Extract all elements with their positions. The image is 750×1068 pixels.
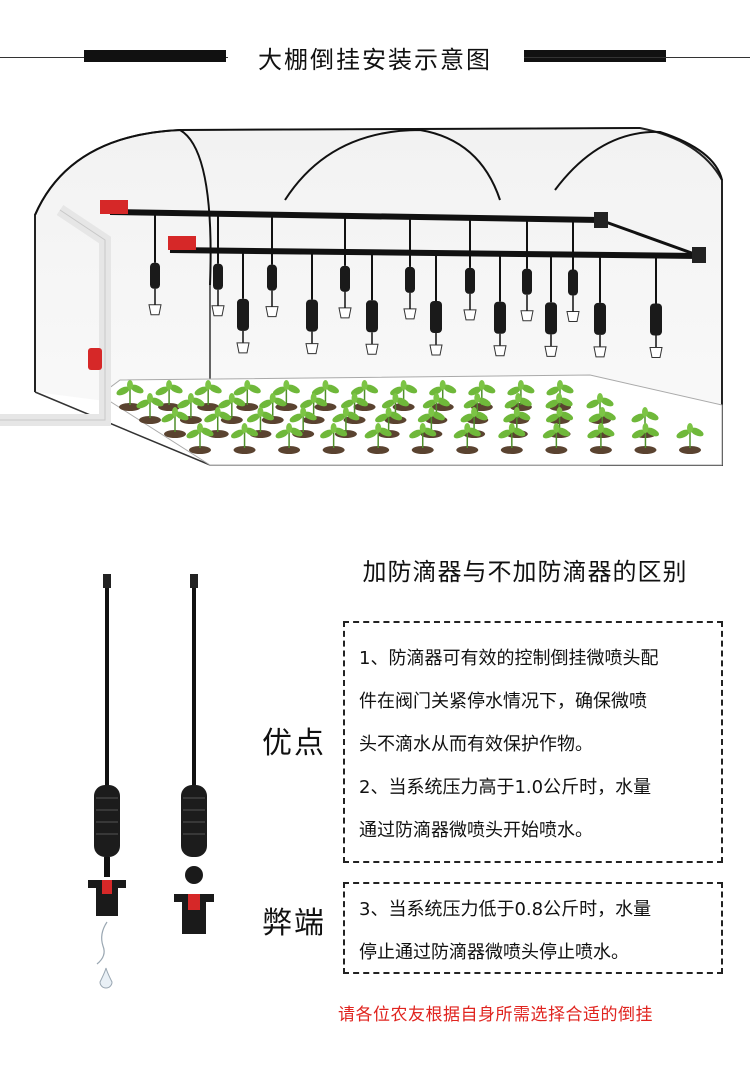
sprinkler-icon (338, 217, 352, 319)
seedling-icon (246, 407, 274, 438)
sprinkler-icon (148, 214, 162, 316)
footer-note: 请各位农友根据自身所需选择合适的倒挂 (338, 1005, 653, 1025)
advantages-line: 头不滴水从而有效保护作物。 (359, 734, 593, 755)
seedling-icon (177, 393, 205, 424)
disadvantages-line: 停止通过防滴器微喷头停止喷水。 (359, 942, 629, 963)
sprinkler-icon (429, 255, 443, 356)
sprinkler-icon (649, 257, 663, 359)
sprinkler-icon (265, 216, 279, 318)
seedling-icon (231, 423, 259, 454)
seedling-icon (417, 407, 445, 438)
hanging-sprinklers (148, 214, 663, 359)
header-bar-left (84, 50, 226, 62)
seedling-icon (320, 423, 348, 454)
sprinkler-with-anti-drip (88, 574, 126, 989)
seedling-icon (463, 393, 491, 424)
sprinkler-icon (305, 253, 319, 355)
seedling-icon (542, 423, 570, 454)
seedling-icon (136, 393, 164, 424)
seedling-icon (364, 423, 392, 454)
seedling-icon (409, 423, 437, 454)
page-title: 大棚倒挂安装示意图 (258, 46, 492, 74)
valve-icon (168, 236, 196, 250)
disadvantages-label: 弊端 (262, 906, 326, 941)
comparison-title: 加防滴器与不加防滴器的区别 (362, 558, 688, 586)
greenhouse-hoop (554, 130, 723, 191)
seedling-icon (116, 380, 144, 411)
main-pipe (169, 247, 701, 259)
sprinkler-icon (520, 220, 534, 322)
sprinkler-without-anti-drip (174, 574, 214, 934)
sprinkler-icon (403, 218, 417, 320)
header-line-right (524, 57, 750, 58)
sprinkler-icon (593, 256, 607, 358)
sprinkler-icon (566, 221, 580, 323)
advantages-line: 件在阀门关紧停水情况下，确保微喷 (359, 691, 647, 712)
sprinkler-icon (236, 252, 250, 354)
advantages-line: 1、防滴器可有效的控制倒挂微喷头配 (359, 648, 659, 669)
crop-rows (116, 380, 704, 454)
disadvantages-line: 3、当系统压力低于0.8公斤时，水量 (359, 899, 652, 920)
sprinkler-icon (493, 255, 507, 357)
advantages-line: 2、当系统压力高于1.0公斤时，水量 (359, 777, 652, 798)
valve-icon (88, 348, 102, 370)
seedling-icon (498, 423, 526, 454)
seedling-icon (453, 423, 481, 454)
greenhouse-hoop (284, 128, 501, 201)
advantages-line: 通过防滴器微喷头开始喷水。 (359, 820, 593, 841)
advantages-box: 1、防滴器可有效的控制倒挂微喷头配 件在阀门关紧停水情况下，确保微喷 头不滴水从… (343, 621, 723, 863)
water-drop-icon (99, 967, 113, 989)
greenhouse-illustration (0, 126, 723, 466)
seedling-icon (186, 423, 214, 454)
soil-bed (99, 374, 723, 466)
seedling-icon (631, 423, 659, 454)
seedling-icon (351, 380, 379, 411)
main-pipe (109, 209, 601, 223)
sprinkler-comparison-image (88, 574, 214, 989)
sprinkler-icon (463, 219, 477, 321)
header-bar-right (524, 50, 666, 62)
seedling-icon (161, 407, 189, 438)
sprinkler-icon (365, 254, 379, 355)
sprinkler-icon (544, 256, 558, 357)
seedling-icon (194, 380, 222, 411)
valve-icon (100, 200, 128, 214)
seedling-icon (587, 423, 615, 454)
seedling-icon (311, 380, 339, 411)
seedling-icon (275, 423, 303, 454)
sprinkler-icon (211, 215, 225, 317)
disadvantages-box: 3、当系统压力低于0.8公斤时，水量 停止通过防滴器微喷头停止喷水。 (343, 882, 723, 974)
seedling-icon (289, 407, 317, 438)
seedling-icon (676, 423, 704, 454)
advantages-label: 优点 (262, 726, 326, 761)
